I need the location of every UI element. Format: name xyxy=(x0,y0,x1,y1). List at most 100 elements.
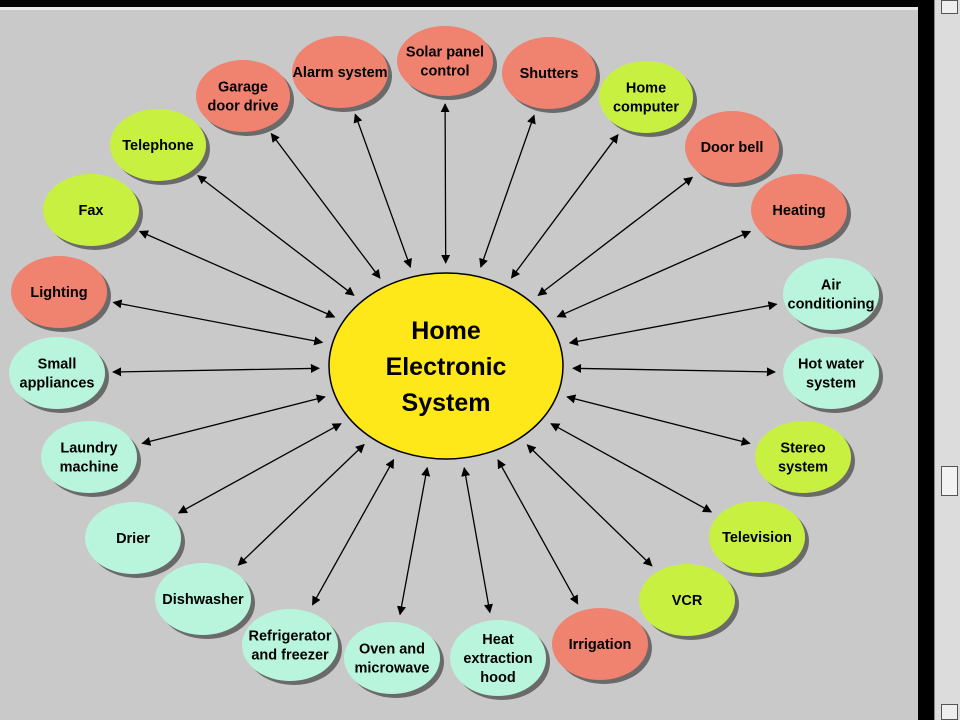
node-shape xyxy=(43,174,139,246)
arrow-heat-extraction-hood xyxy=(461,467,493,614)
node-label: Shutters xyxy=(520,66,579,82)
hub-label: System xyxy=(402,389,491,417)
node-shape xyxy=(110,109,206,181)
node-label: extraction xyxy=(463,651,532,667)
node-label: Refrigerator xyxy=(249,629,332,645)
arrow-drier xyxy=(177,423,342,514)
node-air-conditioning: Air conditioning xyxy=(783,258,879,330)
arrow-home-computer xyxy=(510,133,619,279)
window-divider xyxy=(918,0,934,720)
arrow-oven-and-microwave xyxy=(397,466,431,616)
arrow-irrigation xyxy=(497,459,579,605)
node-alarm-system: Alarm system xyxy=(292,36,388,108)
hub-label: Home xyxy=(411,317,481,345)
node-shape xyxy=(685,111,779,183)
node-label: Garage xyxy=(218,80,268,96)
node-shape xyxy=(552,608,648,680)
node-label: Small xyxy=(38,357,77,373)
scrollbar-thumb[interactable] xyxy=(941,466,958,496)
node-label: system xyxy=(806,376,856,392)
arrow-laundry-machine xyxy=(141,394,326,446)
node-label: and freezer xyxy=(251,648,329,664)
top-border xyxy=(0,0,918,7)
node-label: conditioning xyxy=(788,297,875,313)
node-label: Door bell xyxy=(701,140,764,156)
hub-label: Electronic xyxy=(386,353,507,381)
node-label: Air xyxy=(821,278,842,294)
vertical-scrollbar[interactable] xyxy=(934,0,960,720)
scroll-down-button[interactable] xyxy=(941,704,958,720)
arrow-solar-panel-control xyxy=(440,103,451,264)
node-telephone: Telephone xyxy=(110,109,206,181)
node-shape xyxy=(639,564,735,636)
node-label: Heat xyxy=(482,632,514,648)
node-irrigation: Irrigation xyxy=(552,608,648,680)
arrow-stereo-system xyxy=(566,394,751,446)
node-label: Fax xyxy=(79,203,104,219)
hub-shape xyxy=(328,272,564,460)
node-label: microwave xyxy=(355,661,430,677)
node-label: Heating xyxy=(772,203,825,219)
node-shape xyxy=(242,609,338,681)
node-shape xyxy=(397,26,493,96)
node-label: Drier xyxy=(116,531,150,547)
arrow-hot-water-system xyxy=(572,363,776,377)
arrow-garage-door-drive xyxy=(270,132,381,279)
node-label: appliances xyxy=(20,376,95,392)
node-label: Television xyxy=(722,530,792,546)
node-shape xyxy=(755,421,851,493)
node-label: Solar panel xyxy=(406,45,484,61)
node-shape xyxy=(450,620,546,696)
node-label: Irrigation xyxy=(569,637,632,653)
node-label: computer xyxy=(613,100,679,116)
node-label: Lighting xyxy=(30,285,87,301)
scroll-up-button[interactable] xyxy=(941,0,958,14)
node-label: Oven and xyxy=(359,642,425,658)
node-home-computer: Home computer xyxy=(599,61,693,133)
arrow-small-appliances xyxy=(112,363,320,377)
node-oven-and-microwave: Oven and microwave xyxy=(344,622,440,694)
node-label: Stereo xyxy=(780,441,825,457)
top-border-highlight xyxy=(0,7,918,10)
node-hot-water-system: Hot water system xyxy=(783,337,879,409)
node-shape xyxy=(196,60,290,132)
node-label: control xyxy=(420,64,469,80)
node-dishwasher: Dishwasher xyxy=(155,563,251,635)
node-shape xyxy=(292,36,388,108)
node-fax: Fax xyxy=(43,174,139,246)
node-shape xyxy=(155,563,251,635)
node-heat-extraction-hood: Heat extraction hood xyxy=(450,620,546,696)
arrow-television xyxy=(550,423,713,513)
node-label: Laundry xyxy=(60,441,117,457)
node-solar-panel-control: Solar panel control xyxy=(397,26,493,96)
arrow-air-conditioning xyxy=(568,301,778,346)
node-shape xyxy=(783,337,879,409)
node-shape xyxy=(783,258,879,330)
node-television: Television xyxy=(709,501,805,573)
node-shape xyxy=(85,502,181,574)
node-shape xyxy=(344,622,440,694)
node-small-appliances: Small appliances xyxy=(9,337,105,409)
connector-arrows xyxy=(112,103,778,616)
node-label: Hot water xyxy=(798,357,864,373)
node-label: Telephone xyxy=(122,138,193,154)
node-door-bell: Door bell xyxy=(685,111,779,183)
node-shape xyxy=(709,501,805,573)
node-label: system xyxy=(778,460,828,476)
node-vcr: VCR xyxy=(639,564,735,636)
arrow-door-bell xyxy=(537,176,694,296)
arrow-fax xyxy=(138,230,336,318)
node-shape xyxy=(599,61,693,133)
node-shape xyxy=(751,174,847,246)
node-shape xyxy=(502,37,596,109)
node-label: Home xyxy=(626,81,666,97)
node-label: hood xyxy=(480,670,515,686)
node-drier: Drier xyxy=(85,502,181,574)
node-shape xyxy=(11,256,107,328)
node-shape xyxy=(41,421,137,493)
arrow-telephone xyxy=(197,175,355,296)
